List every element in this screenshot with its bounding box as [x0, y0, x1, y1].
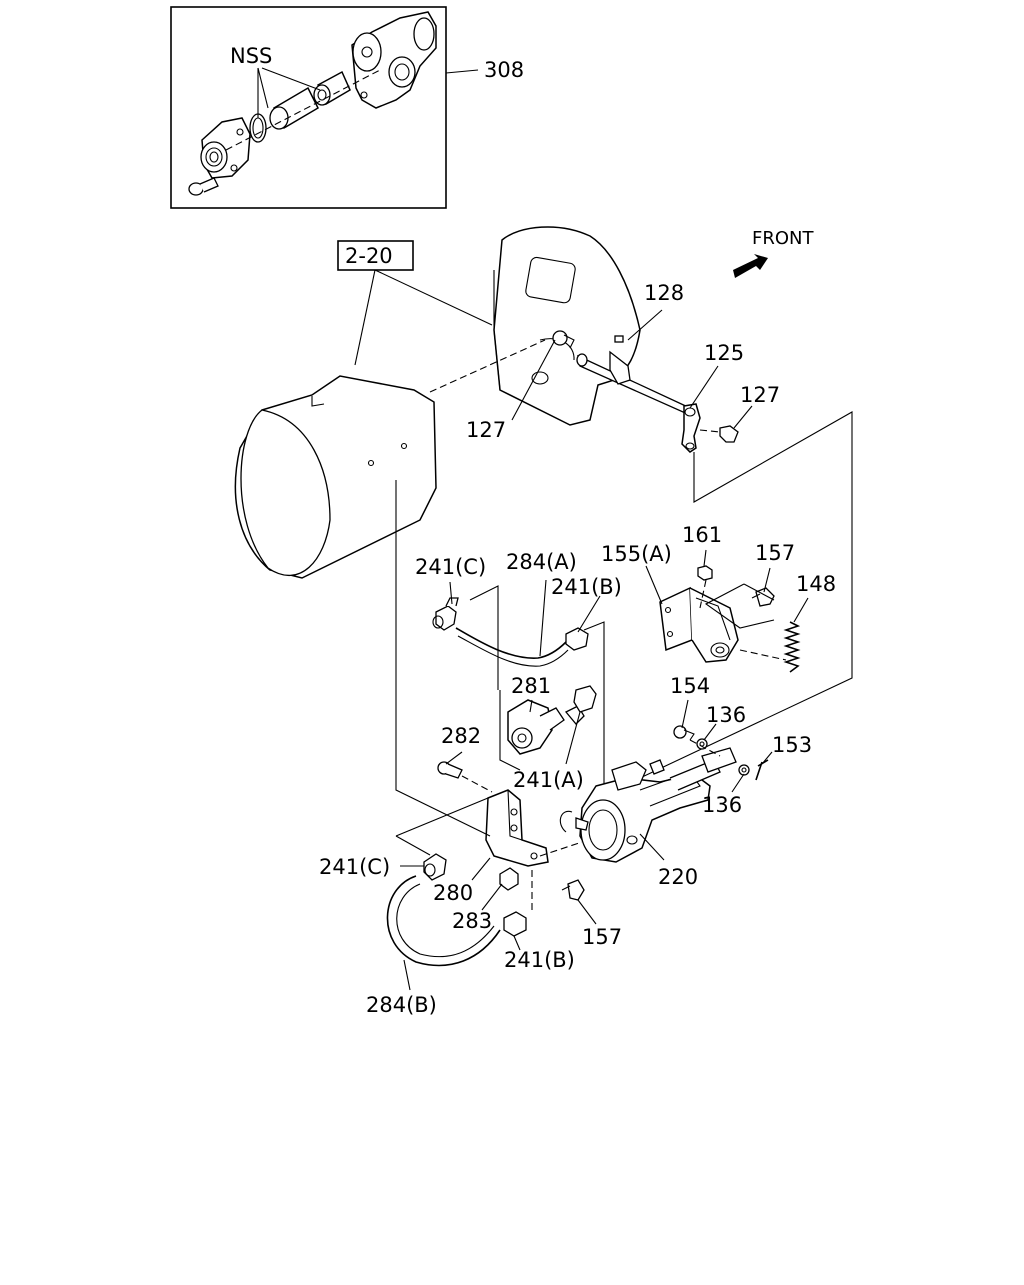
callout-136-bottom: 136 [702, 793, 742, 817]
reference-box-label: 2-20 [345, 244, 393, 268]
transmission-body [234, 375, 437, 579]
callout-284a: 284(A) [506, 550, 577, 574]
callout-154: 154 [670, 674, 710, 698]
elbow-241c-top [432, 597, 459, 631]
union-241b-top [565, 627, 589, 651]
callout-125: 125 [704, 341, 744, 365]
callout-282: 282 [441, 724, 481, 748]
callout-284b: 284(B) [366, 993, 437, 1017]
bolt-282 [437, 761, 463, 779]
hose-284a [455, 627, 567, 659]
inset-panel [170, 6, 479, 209]
key [614, 335, 624, 343]
clutch-booster [559, 747, 737, 863]
hose-284b [386, 875, 501, 967]
washer-136-bottom [738, 764, 750, 776]
callout-136-top: 136 [706, 703, 746, 727]
bracket-280 [485, 789, 549, 867]
inset-leader [445, 69, 479, 74]
inset-bolt [188, 177, 219, 196]
flywheel-housing [493, 226, 641, 426]
release-lever [681, 403, 701, 453]
callout-155a: 155(A) [601, 542, 672, 566]
callout-283: 283 [452, 909, 492, 933]
callout-153: 153 [772, 733, 812, 757]
spring-148 [783, 621, 801, 673]
grease-nipple [719, 425, 739, 443]
callout-241b-top: 241(B) [551, 575, 622, 599]
inset-border [170, 6, 447, 209]
callout-241a: 241(A) [513, 768, 584, 792]
bolt-154 [673, 725, 695, 741]
callout-128: 128 [644, 281, 684, 305]
callout-241c-bottom: 241(C) [319, 855, 390, 879]
callout-241b-bottom: 241(B) [504, 948, 575, 972]
bracket-155a [659, 586, 739, 663]
bolt-157-top [751, 587, 775, 607]
housing-bolt [552, 330, 575, 349]
nut-283 [499, 867, 519, 891]
callout-127-left: 127 [466, 418, 506, 442]
valve-281 [507, 699, 565, 755]
piston [313, 70, 351, 106]
nut-161 [697, 565, 713, 581]
flange-cap [200, 117, 251, 179]
elbow-241c-bottom [423, 853, 447, 881]
pin-153 [755, 759, 769, 781]
union-241a [564, 685, 597, 725]
callout-241c-top: 241(C) [415, 555, 486, 579]
valve-housing [351, 11, 437, 109]
callout-161: 161 [682, 523, 722, 547]
callout-157-top: 157 [755, 541, 795, 565]
callout-148: 148 [796, 572, 836, 596]
callout-127-right: 127 [740, 383, 780, 407]
callout-281: 281 [511, 674, 551, 698]
inset-group-label: 308 [484, 58, 524, 82]
inset-note-label: NSS [230, 44, 272, 68]
callout-220: 220 [658, 865, 698, 889]
washer-136-top [696, 738, 708, 750]
bolt-157-bottom [561, 879, 585, 901]
front-label: FRONT [752, 228, 814, 249]
callout-157-bottom: 157 [582, 925, 622, 949]
callout-280: 280 [433, 881, 473, 905]
front-arrow [733, 254, 768, 278]
leader-lines [400, 309, 809, 991]
release-shaft [576, 335, 693, 418]
union-241b-bottom [503, 911, 527, 937]
